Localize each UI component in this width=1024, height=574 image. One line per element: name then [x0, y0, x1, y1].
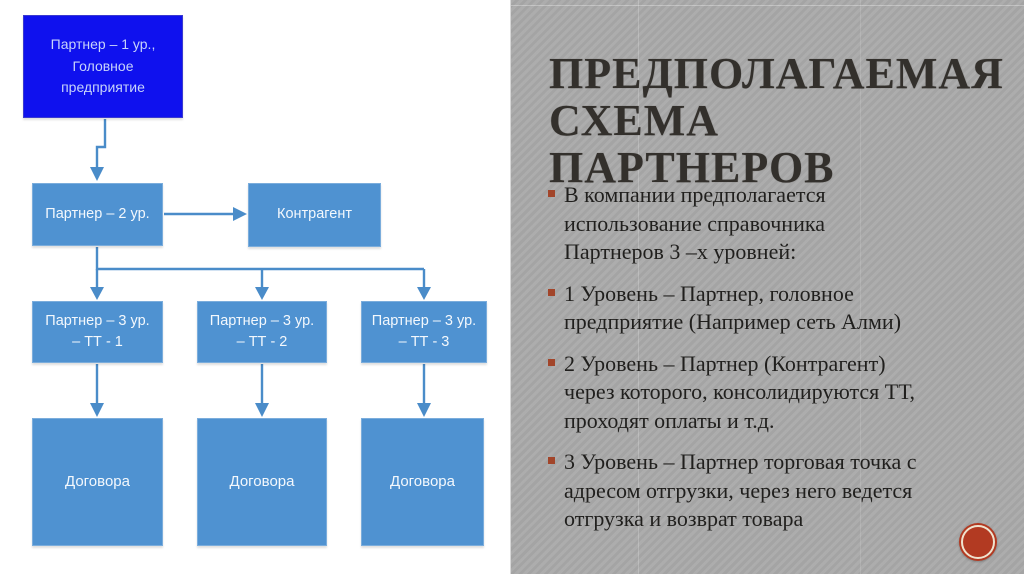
- bullet-item: 2 Уровень – Партнер (Контрагент) через к…: [548, 350, 1014, 436]
- bullet-marker: [548, 288, 555, 296]
- arrowhead-contracts-3: [417, 403, 431, 417]
- node-partner-level-3-tt2: Партнер – 3 ур. – ТТ - 2: [197, 301, 327, 363]
- seal-ring: [961, 525, 995, 559]
- bullet-item: 1 Уровень – Партнер, головное предприяти…: [548, 280, 1014, 337]
- arrowhead-counterparty: [233, 207, 247, 221]
- node-counterparty: Контрагент: [248, 183, 381, 247]
- arrowhead-level3-tt2: [255, 287, 269, 300]
- bullet-marker: [548, 190, 555, 197]
- slide-title: ПРЕДПОЛАГАЕМАЯ СХЕМА ПАРТНЕРОВ: [549, 49, 1004, 192]
- arrowhead-level2: [90, 167, 104, 181]
- node-partner-level-3-tt1: Партнер – 3 ур. – ТТ - 1: [32, 301, 163, 363]
- connector-branch: [95, 247, 424, 271]
- bullet-list: В компании предполагается использование …: [548, 181, 1014, 547]
- bullet-item: В компании предполагается использование …: [548, 181, 1014, 267]
- slide-text-panel: ПРЕДПОЛАГАЕМАЯ СХЕМА ПАРТНЕРОВ В компани…: [510, 0, 1024, 574]
- bullet-marker: [548, 457, 555, 464]
- arrowhead-level3-tt1: [90, 287, 104, 300]
- bullet-marker: [548, 358, 555, 366]
- flowchart-connectors: [90, 119, 431, 417]
- node-partner-level-2: Партнер – 2 ур.: [32, 183, 163, 246]
- node-contracts-1: Договора: [32, 418, 163, 546]
- arrowhead-level3-tt3: [417, 287, 431, 300]
- red-wax-seal-icon: [959, 523, 997, 561]
- node-partner-level-1: Партнер – 1 ур., Головное предприятие: [23, 15, 183, 118]
- connector-level1-level2: [95, 119, 107, 168]
- arrowhead-contracts-1: [90, 403, 104, 417]
- node-partner-level-3-tt3: Партнер – 3 ур. – ТТ - 3: [361, 301, 487, 363]
- node-contracts-3: Договора: [361, 418, 484, 546]
- node-contracts-2: Договора: [197, 418, 327, 546]
- partner-flowchart: Партнер – 1 ур., Головное предприятие Па…: [0, 0, 510, 574]
- arrowhead-contracts-2: [255, 403, 269, 417]
- bullet-item: 3 Уровень – Партнер торговая точка с адр…: [548, 448, 1014, 534]
